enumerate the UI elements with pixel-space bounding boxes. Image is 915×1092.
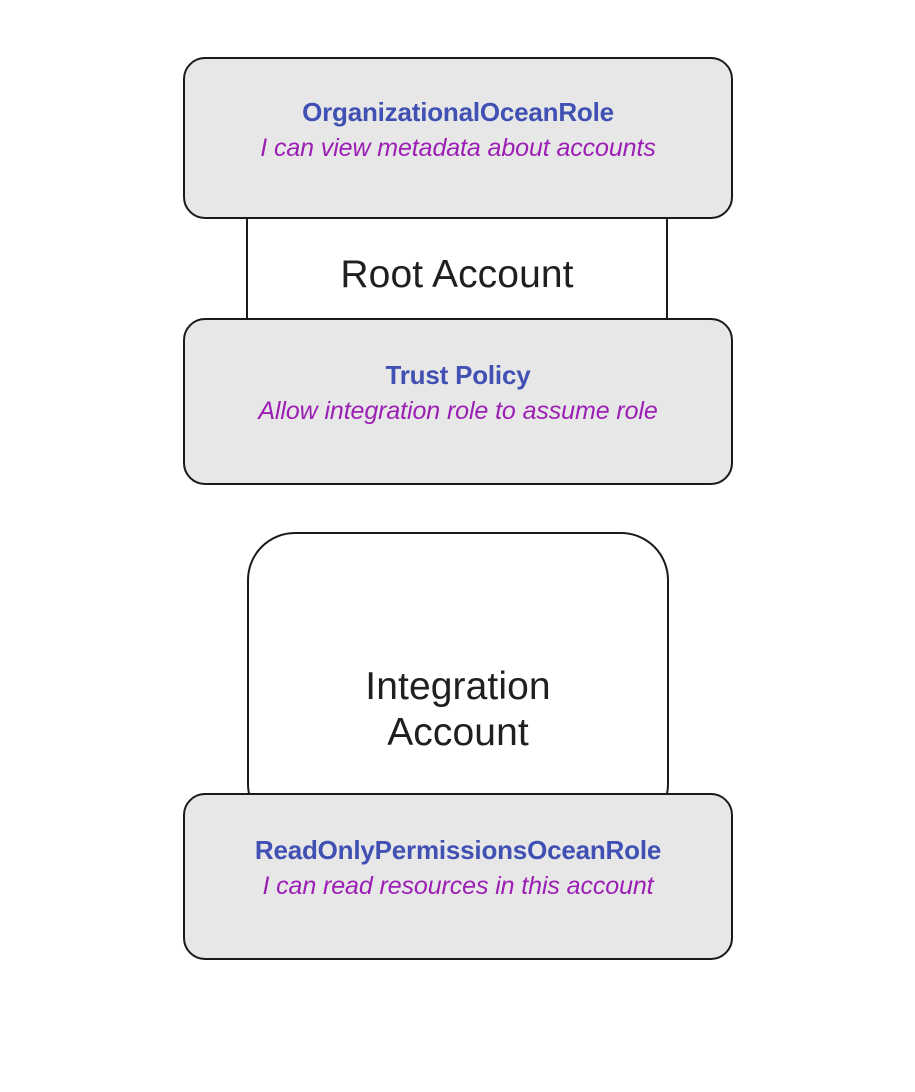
card-trust-policy[interactable]: Trust Policy Allow integration role to a… [183, 318, 733, 485]
card-text-block: ReadOnlyPermissionsOceanRole I can read … [185, 835, 731, 901]
role-subtitle-organizational-ocean-role: I can view metadata about accounts [260, 133, 656, 162]
integration-account-container[interactable]: Integration Account [247, 532, 669, 832]
role-subtitle-trust-policy: Allow integration role to assume role [258, 397, 658, 426]
role-title-readonly-permissions-ocean-role: ReadOnlyPermissionsOceanRole [254, 835, 662, 866]
integration-account-label: Integration Account [365, 665, 551, 754]
card-readonly-permissions-ocean-role[interactable]: ReadOnlyPermissionsOceanRole I can read … [183, 793, 733, 960]
card-text-block: Trust Policy Allow integration role to a… [185, 360, 731, 426]
card-text-block: OrganizationalOceanRole I can view metad… [185, 96, 731, 163]
role-title-organizational-ocean-role: OrganizationalOceanRole [302, 96, 614, 127]
role-subtitle-readonly-permissions-ocean-role: I can read resources in this account [262, 872, 654, 901]
role-title-trust-policy: Trust Policy [385, 360, 531, 391]
card-organizational-ocean-role[interactable]: OrganizationalOceanRole I can view metad… [183, 57, 733, 219]
root-account-label: Root Account [340, 253, 574, 296]
